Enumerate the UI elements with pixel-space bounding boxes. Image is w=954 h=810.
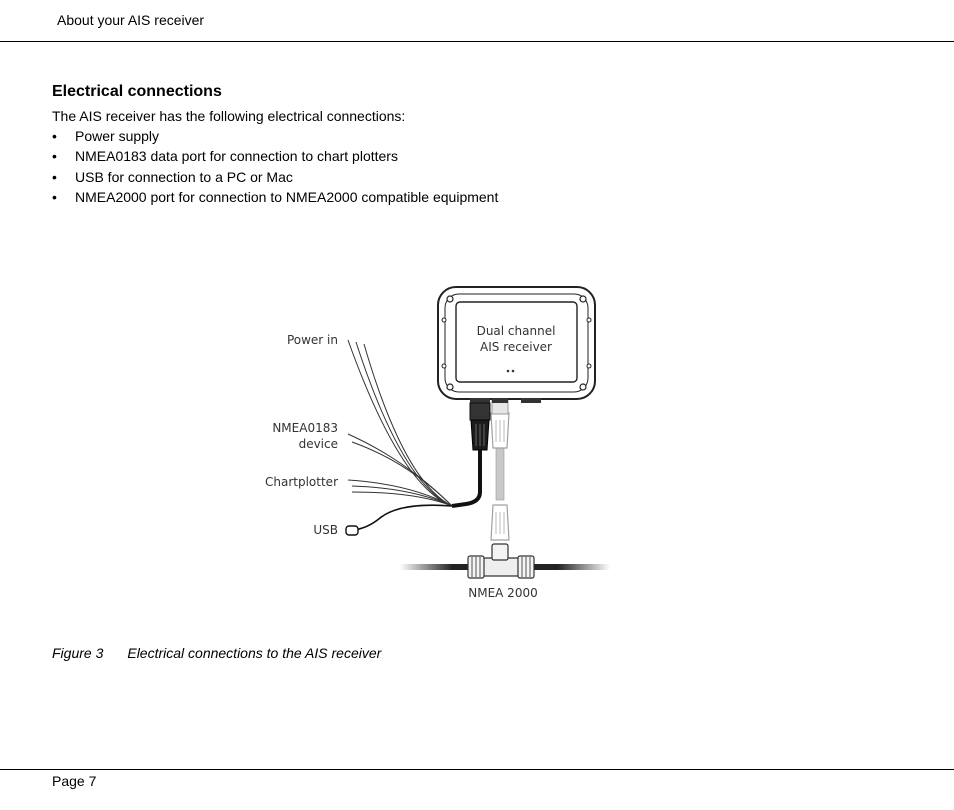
figure-title: Electrical connections to the AIS receiv… <box>127 645 382 661</box>
figure-caption: Figure 3 Electrical connections to the AI… <box>52 645 381 661</box>
device-label-line2: AIS receiver <box>480 340 552 354</box>
bullet-marker: • <box>52 168 57 185</box>
list-item: • Power supply <box>52 128 498 148</box>
t-piece-connector <box>467 543 535 579</box>
page-number: Page 7 <box>52 773 97 789</box>
section-heading: Electrical connections <box>52 83 222 100</box>
list-item-text: NMEA0183 data port for connection to cha… <box>75 148 398 165</box>
label-usb: USB <box>313 523 338 537</box>
figure-number: Figure 3 <box>52 645 104 661</box>
list-item-text: Power supply <box>75 128 160 144</box>
connection-diagram-svg: Dual channel AIS receiver Power in NMEA0… <box>265 286 610 600</box>
connection-diagram: Dual channel AIS receiver Power in NMEA0… <box>240 270 640 610</box>
header-rule <box>0 41 954 42</box>
label-chartplotter: Chartplotter <box>265 475 338 489</box>
label-power-in: Power in <box>287 333 338 347</box>
connection-list: • Power supply • NMEA0183 data port for co… <box>52 128 498 209</box>
intro-paragraph: The AIS receiver has the following elect… <box>52 108 406 124</box>
nmea0183-power-cable <box>345 339 491 536</box>
nmea2000-drop-cable <box>490 399 510 541</box>
list-item: • NMEA2000 port for connection to NMEA200… <box>52 189 498 209</box>
label-nmea2000: NMEA 2000 <box>468 586 537 600</box>
bullet-marker: • <box>52 188 57 205</box>
device-label-line1: Dual channel <box>477 324 556 338</box>
list-item: • USB for connection to a PC or Mac <box>52 169 498 189</box>
label-nmea0183-line2: device <box>299 437 338 451</box>
bullet-marker: • <box>52 148 57 165</box>
list-item: • NMEA0183 data port for connection to ch… <box>52 148 498 168</box>
label-nmea0183-line1: NMEA0183 <box>272 421 338 435</box>
list-item-text: NMEA2000 port for connection to NMEA2000… <box>75 188 499 205</box>
list-item-text: USB for connection to a PC or Mac <box>75 168 293 185</box>
bullet-marker: • <box>52 128 57 144</box>
footer-rule <box>0 769 954 770</box>
ais-receiver-unit <box>437 286 596 403</box>
running-header: About your AIS receiver <box>57 12 205 28</box>
